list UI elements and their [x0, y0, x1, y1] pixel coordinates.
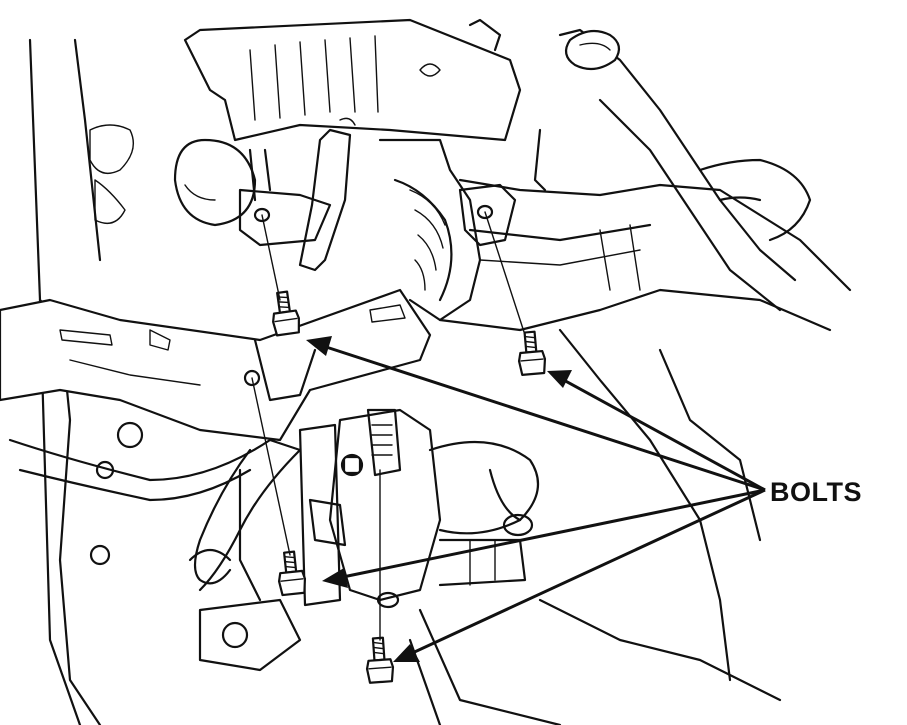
upper-radiator-hose: [558, 28, 812, 312]
bolts-callout-label: BOLTS: [770, 477, 862, 507]
intake-housing: [173, 18, 522, 227]
heat-shield-panel: [0, 288, 432, 442]
wiring-harness: [298, 117, 547, 322]
bolt-bottom: [365, 636, 395, 684]
alignment-lines: [251, 211, 526, 641]
bolt-center-mount: [342, 455, 362, 475]
bolt-lower-left: [277, 550, 307, 597]
bolt-upper-left: [272, 290, 300, 337]
heat-shield-bracket: [238, 183, 517, 247]
callout-leaders: [306, 336, 766, 662]
intake-duct: [438, 178, 852, 682]
lower-hose: [8, 438, 302, 592]
bolt-upper-right: [517, 330, 547, 377]
